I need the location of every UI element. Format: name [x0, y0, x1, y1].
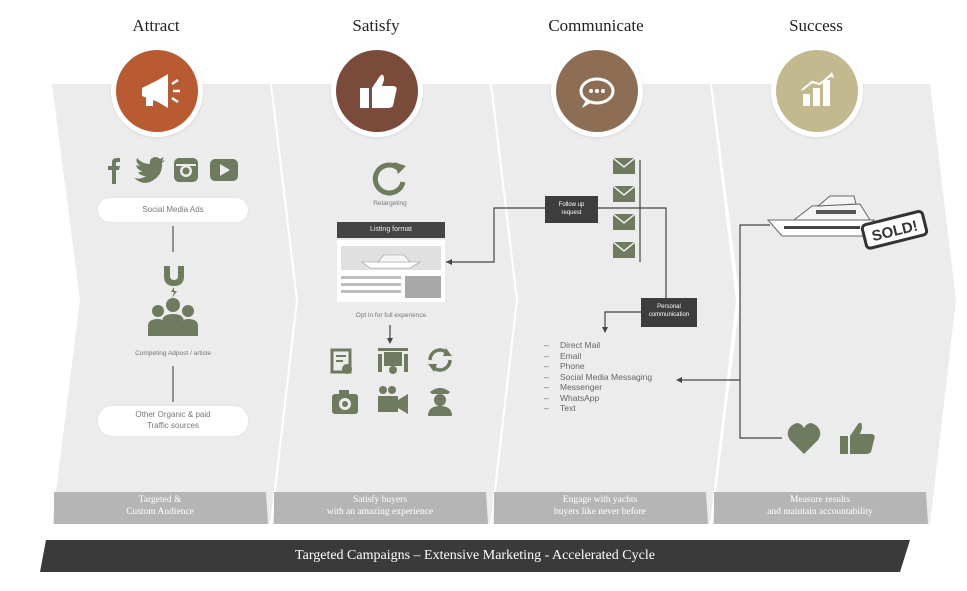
footer-line-1: Measure results [790, 495, 850, 505]
sold-stamp: SOLD! [860, 210, 929, 250]
growth-chart-icon [801, 72, 834, 106]
thumbs-up-icon [360, 74, 397, 108]
other-sources-line-1: Other Organic & paid [135, 410, 211, 419]
follow-up-line-2: request [561, 210, 582, 216]
other-sources-pill: Other Organic & paid Traffic sources [98, 406, 248, 436]
communicate-panel [492, 84, 736, 524]
growth-chart-circle [776, 50, 858, 132]
result-icons [787, 422, 875, 454]
retargeting-label: Retargeting [373, 200, 407, 207]
follow-up-request-tag: Follow up request [545, 196, 598, 223]
thumbs-up-circle [336, 50, 418, 132]
megaphone-icon [142, 74, 180, 108]
banner-bar [40, 540, 910, 572]
footer-line-1: Satisfy buyers [352, 495, 408, 505]
communicate-footer-band [494, 492, 708, 524]
audience-label: Competing Adpost / article [135, 350, 211, 357]
captain-icon [428, 388, 452, 416]
audience-group-icon [148, 298, 198, 336]
success-footer: Measure results and maintain accountabil… [714, 494, 926, 524]
attract-footer: Targeted & Custom Audience [54, 494, 266, 524]
drone-icon [378, 348, 408, 374]
magnet-icon [164, 262, 184, 298]
facebook-icon [108, 158, 120, 184]
envelope-icon [612, 241, 636, 258]
success-footer-band [714, 492, 928, 524]
envelope-stack [612, 157, 636, 258]
footer-line-2: and maintain accountability [767, 507, 873, 517]
social-icons-row [108, 157, 238, 184]
banner-text: Targeted Campaigns – Extensive Marketing… [295, 548, 655, 563]
stage-title-satisfy: Satisfy [352, 16, 400, 35]
retargeting-icon [372, 162, 406, 196]
feature-icons-grid [330, 348, 452, 416]
communicate-footer: Engage with yachts buyers like never bef… [494, 494, 706, 524]
personal-line-2: communication [648, 312, 690, 318]
footer-line-1: Engage with yachts [562, 495, 638, 505]
camera-icon [332, 390, 358, 414]
chat-bubble-icon [579, 77, 615, 108]
satisfy-panel [272, 84, 516, 524]
opt-in-label: Opt in for full experience [355, 312, 427, 319]
footer-line-2: buyers like never before [553, 507, 647, 517]
list-item: WhatsApp [544, 393, 652, 404]
chat-circle [556, 50, 638, 132]
list-item: Email [544, 351, 652, 362]
stage-title-attract: Attract [132, 16, 180, 35]
list-item: Social Media Messaging [544, 372, 652, 383]
list-item: Direct Mail [544, 340, 652, 351]
satisfy-footer: Satisfy buyers with an amazing experienc… [274, 494, 486, 524]
document-icon [330, 348, 352, 374]
video-camera-icon [378, 386, 408, 414]
envelope-icon [612, 213, 636, 230]
sold-yacht-illustration: SOLD! [766, 195, 929, 250]
footer-line-2: Custom Audience [126, 507, 194, 517]
social-media-ads-pill: Social Media Ads [98, 198, 248, 222]
listing-format-title: Listing format [337, 222, 445, 238]
heart-icon [787, 423, 821, 454]
list-item: Text [544, 403, 652, 414]
envelope-icon [612, 185, 636, 202]
yacht-icon [766, 195, 875, 237]
twitter-icon [134, 157, 165, 183]
instagram-icon [174, 158, 198, 182]
satisfy-footer-band [274, 492, 488, 524]
megaphone-circle [116, 50, 198, 132]
follow-up-line-1: Follow up [558, 202, 585, 208]
youtube-icon [210, 159, 238, 181]
channel-list: Direct Mail Email Phone Social Media Mes… [544, 340, 652, 414]
list-item: Phone [544, 361, 652, 372]
attract-footer-band [54, 492, 268, 524]
thumbs-up-icon [840, 422, 875, 454]
envelope-icon [612, 157, 636, 174]
stage-title-communicate: Communicate [548, 16, 644, 35]
stage-title-success: Success [789, 16, 843, 35]
success-panel [712, 84, 956, 524]
other-sources-line-2: Traffic sources [146, 421, 199, 430]
list-item: Messenger [544, 382, 652, 393]
footer-line-2: with an amazing experience [326, 507, 434, 517]
footer-line-1: Targeted & [138, 495, 182, 505]
rotate-360-icon [428, 348, 452, 372]
personal-line-1: Personal [657, 304, 681, 310]
personal-communication-tag: Personal communication [641, 298, 697, 327]
